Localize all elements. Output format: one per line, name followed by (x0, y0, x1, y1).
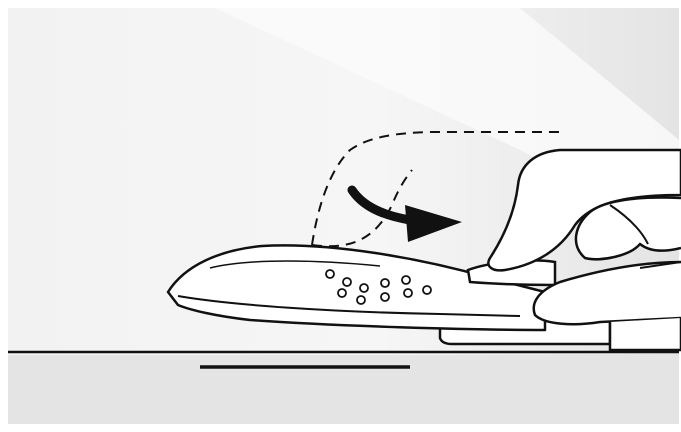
hand-wrist (610, 318, 681, 350)
